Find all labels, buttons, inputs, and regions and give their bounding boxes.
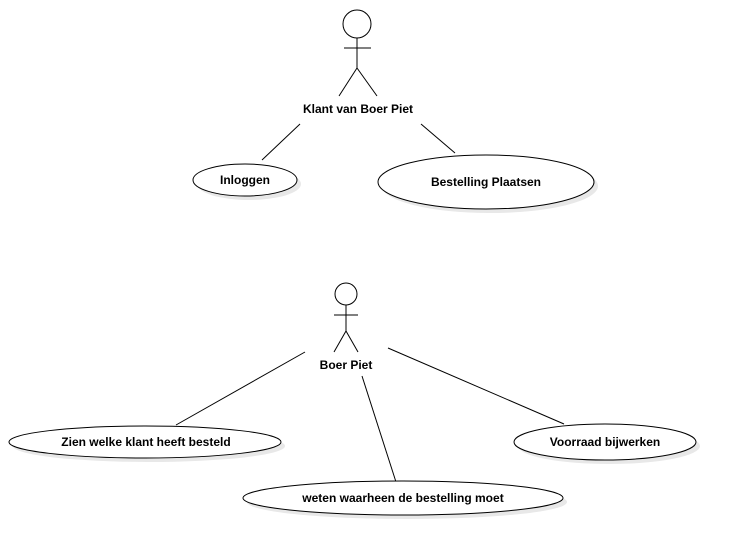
usecase-zien-ellipse [8,425,282,459]
association-klant-bestelling [420,123,456,154]
association-boer-weten [361,375,397,483]
usecase-inloggen[interactable]: Inloggen [192,163,301,200]
usecase-voorraad-bijwerken[interactable]: Voorraad bijwerken [513,423,700,464]
actor-boer-name: Boer Piet [320,358,373,372]
actor-boer-right-leg [345,330,359,353]
usecase-voorraad-label: Voorraad bijwerken [550,435,660,449]
association-klant-inloggen [261,123,301,161]
usecase-bestelling-plaatsen[interactable]: Bestelling Plaatsen [377,154,598,213]
usecase-inloggen-ellipse [192,163,298,197]
actor-boer-piet[interactable]: Boer Piet [320,282,373,372]
usecase-bestelling-ellipse [377,154,595,210]
association-boer-voorraad [387,347,565,425]
actor-klant-left-leg [338,67,358,97]
association-boer-zien [175,351,306,426]
actor-klant-head [342,9,372,39]
usecase-zien-label: Zien welke klant heeft besteld [61,435,230,449]
usecase-weten-ellipse [242,480,564,516]
usecase-voorraad-ellipse [513,423,697,461]
actor-klant-right-leg [356,67,378,97]
actor-klant-name: Klant van Boer Piet [303,102,413,116]
usecase-zien-welke-klant[interactable]: Zien welke klant heeft besteld [8,425,285,462]
usecase-weten-waarheen[interactable]: weten waarheen de bestelling moet [242,480,567,519]
usecase-weten-label: weten waarheen de bestelling moet [301,491,503,505]
actor-klant[interactable]: Klant van Boer Piet [303,9,413,116]
usecase-inloggen-label: Inloggen [220,173,270,187]
usecase-bestelling-label: Bestelling Plaatsen [431,175,541,189]
actor-boer-left-leg [333,330,347,353]
actor-boer-head [334,282,358,306]
